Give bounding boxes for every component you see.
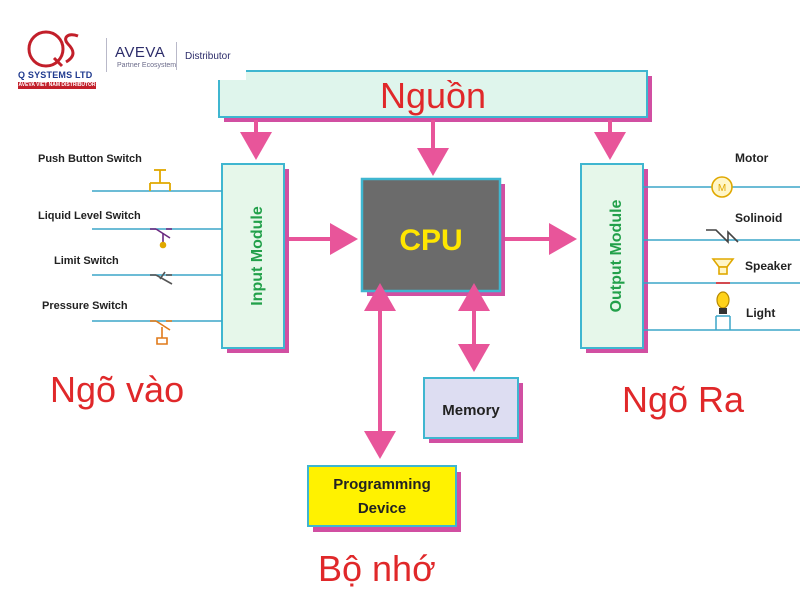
pressure-switch-icon (150, 320, 172, 345)
input-module-label: Input Module (249, 206, 266, 306)
power-label: Nguồn (380, 75, 486, 116)
company-subtitle: AVEVA VIET NAM DISTRIBUTOR (18, 82, 96, 89)
svg-text:M: M (718, 183, 726, 194)
qs-logo-icon (27, 30, 79, 68)
cpu-label: CPU (399, 224, 462, 257)
power-box: Nguồn (218, 70, 652, 122)
limit-switch-icon (150, 271, 173, 285)
input-label-limit: Limit Switch (54, 255, 119, 267)
caption-memory: Bộ nhớ (318, 548, 436, 589)
memory-label: Memory (442, 402, 500, 419)
cpu-box: CPU (360, 177, 505, 296)
logo-divider-2 (176, 42, 177, 70)
aveva-brand: AVEVA (115, 44, 166, 61)
programming-device-label-line1: Programming (333, 476, 431, 493)
light-bulb-icon (715, 291, 731, 330)
programming-device-label-line2: Device (358, 500, 406, 517)
output-label-speaker: Speaker (745, 259, 792, 273)
solenoid-icon (706, 229, 739, 244)
speaker-icon (711, 258, 735, 284)
power-arrows (240, 120, 626, 176)
distributor-label: Distributor (185, 51, 231, 62)
caption-input: Ngõ vào (50, 369, 184, 410)
output-module-box: Output Module (580, 163, 648, 353)
caption-output: Ngõ Ra (622, 379, 745, 420)
input-label-liquid-level: Liquid Level Switch (38, 210, 141, 222)
input-label-push-button: Push Button Switch (38, 153, 142, 165)
output-label-motor: Motor (735, 151, 769, 165)
memory-box: Memory (423, 377, 523, 443)
push-button-switch-icon (149, 169, 171, 191)
aveva-subtitle: Partner Ecosystem (117, 62, 177, 69)
output-label-solenoid: Solinoid (735, 211, 782, 225)
motor-icon: M (711, 176, 733, 198)
programming-device-box: Programming Device (307, 465, 461, 532)
liquid-level-switch-icon (150, 228, 172, 249)
input-module-box: Input Module (221, 163, 289, 353)
company-name: Q SYSTEMS LTD (18, 70, 93, 80)
logo-area (14, 28, 246, 80)
output-label-light: Light (746, 306, 775, 320)
logo-divider-1 (106, 38, 107, 72)
output-module-label: Output Module (608, 199, 625, 312)
input-label-pressure: Pressure Switch (42, 300, 128, 312)
